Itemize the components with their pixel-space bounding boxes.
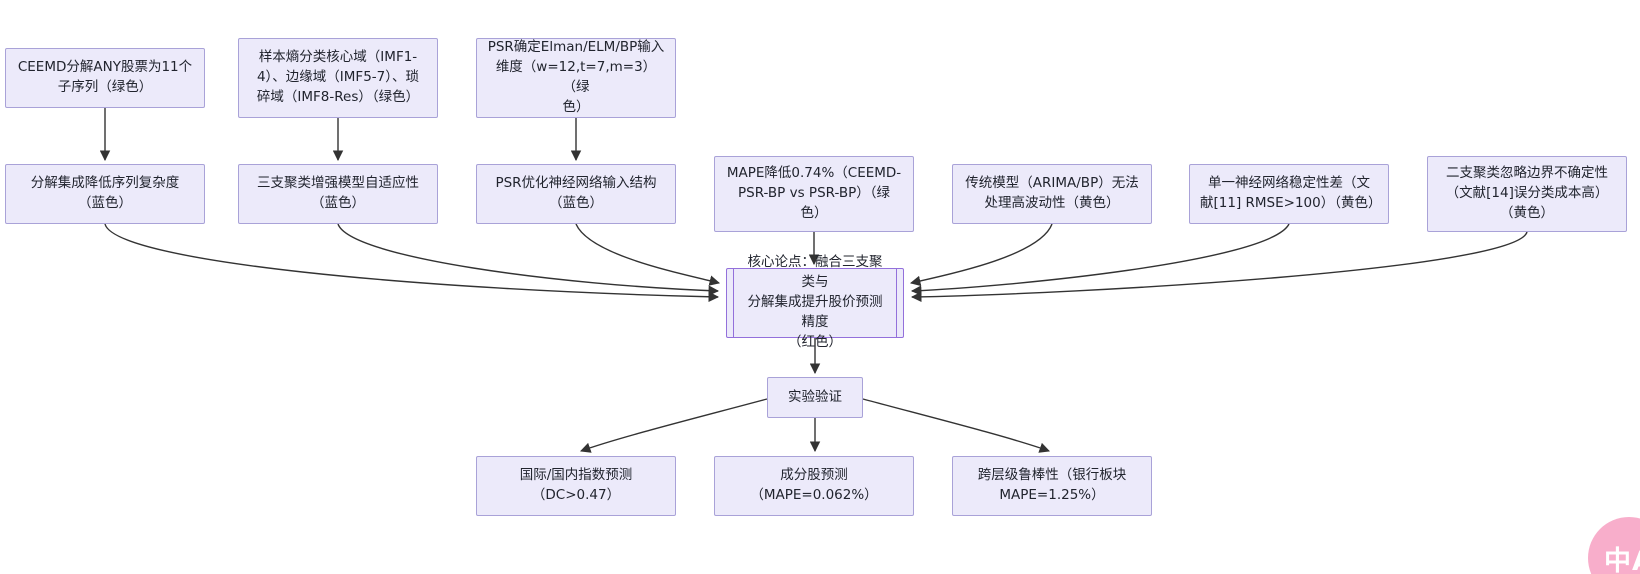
node-decomposition-integration: 分解集成降低序列复杂度 （蓝色） <box>5 164 205 224</box>
node-three-way-clustering: 三支聚类增强模型自适应性 （蓝色） <box>238 164 438 224</box>
edge-decomp-to-core <box>104 223 720 303</box>
node-psr-input-dimension: PSR确定Elman/ELM/BP输入 维度（w=12,t=7,m=3）（绿 色… <box>476 38 676 118</box>
edge-traditional-to-core <box>909 223 1053 287</box>
node-index-prediction: 国际/国内指数预测 （DC>0.47） <box>476 456 676 516</box>
edge-threeway-to-core <box>337 223 720 296</box>
node-experiment-validation: 实验验证 <box>767 377 863 418</box>
translate-icon: 中A <box>1604 545 1640 574</box>
edge-twoway-to-core <box>910 231 1528 303</box>
edge-psropt-to-core <box>575 223 721 286</box>
node-two-way-clustering-limit: 二支聚类忽略边界不确定性 （文献[14]误分类成本高） （黄色） <box>1427 156 1627 232</box>
edge-singlenn-to-core <box>910 223 1290 296</box>
node-mape-reduction: MAPE降低0.74%（CEEMD- PSR-BP vs PSR-BP）（绿 色… <box>714 156 914 232</box>
node-single-nn-instability: 单一神经网络稳定性差（文 献[11] RMSE>100）（黄色） <box>1189 164 1389 224</box>
edge-validate-to-robustness <box>862 398 1050 453</box>
node-traditional-model-limit: 传统模型（ARIMA/BP）无法 处理高波动性（黄色） <box>952 164 1152 224</box>
translate-floating-button[interactable]: 中A <box>1588 517 1640 574</box>
node-component-stock-prediction: 成分股预测 （MAPE=0.062%） <box>714 456 914 516</box>
node-ceemd-decomposition: CEEMD分解ANY股票为11个 子序列（绿色） <box>5 48 205 108</box>
edge-validate-to-index <box>580 398 768 453</box>
node-core-thesis: 核心论点：融合三支聚类与 分解集成提升股价预测精度 （红色） <box>726 254 904 350</box>
node-cross-level-robustness: 跨层级鲁棒性（银行板块 MAPE=1.25%） <box>952 456 1152 516</box>
node-sample-entropy-domains: 样本熵分类核心域（IMF1- 4）、边缘域（IMF5-7）、琐 碎域（IMF8-… <box>238 38 438 118</box>
node-psr-optimized-input: PSR优化神经网络输入结构 （蓝色） <box>476 164 676 224</box>
